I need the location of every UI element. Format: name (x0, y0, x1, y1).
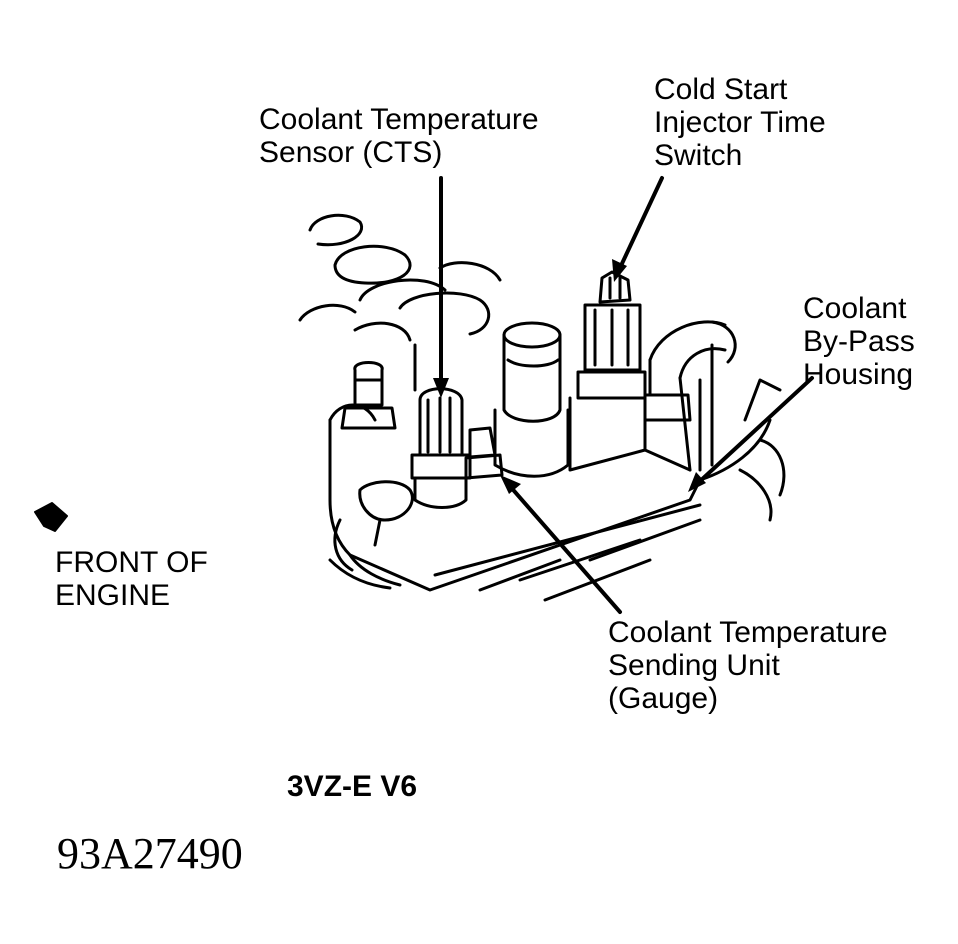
bypass-pipe (643, 320, 737, 472)
label-coolant-temperature-sending-unit: Coolant Temperature Sending Unit (Gauge) (608, 616, 888, 715)
label-line: Sensor (CTS) (259, 136, 443, 169)
label-line: Coolant Temperature (259, 103, 539, 136)
cts-arrowhead (433, 378, 449, 398)
label-line: Coolant (803, 292, 907, 325)
cts-sensor (410, 387, 472, 509)
sending-leader (506, 482, 622, 614)
label-coolant-bypass-housing: Coolant By-Pass Housing (803, 292, 915, 391)
sending-arrowhead (500, 475, 521, 494)
left-nipple-fitting (340, 361, 397, 430)
label-line: By-Pass (803, 325, 915, 358)
label-line: Injector Time (654, 106, 826, 139)
cold-start-leader (617, 176, 664, 272)
engine-title: 3VZ-E V6 (287, 770, 418, 803)
label-line: Sending Unit (608, 649, 780, 682)
cold-start-arrowhead (612, 259, 627, 282)
bypass-arrowhead (688, 472, 706, 492)
leader-arrows (433, 176, 814, 614)
label-line: Coolant Temperature (608, 616, 888, 649)
label-front-of-engine: FRONT OF ENGINE (55, 546, 208, 612)
arrowhead-left-icon (34, 502, 68, 532)
label-cold-start-injector-time-switch: Cold Start Injector Time Switch (654, 73, 826, 172)
label-line: (Gauge) (608, 682, 719, 715)
bypass-leader (696, 376, 814, 485)
label-line: Switch (654, 139, 743, 172)
center-cylinder (493, 321, 570, 478)
label-line: Housing (803, 358, 914, 391)
cold-start-switch (568, 270, 647, 472)
label-coolant-temperature-sensor: Coolant Temperature Sensor (CTS) (259, 103, 539, 169)
coolant-housing (328, 378, 786, 602)
label-line: ENGINE (55, 579, 171, 612)
label-line: Cold Start (654, 73, 788, 106)
figure-code: 93A27490 (57, 829, 243, 878)
manifold-background (298, 213, 502, 392)
label-line: FRONT OF (55, 546, 208, 579)
